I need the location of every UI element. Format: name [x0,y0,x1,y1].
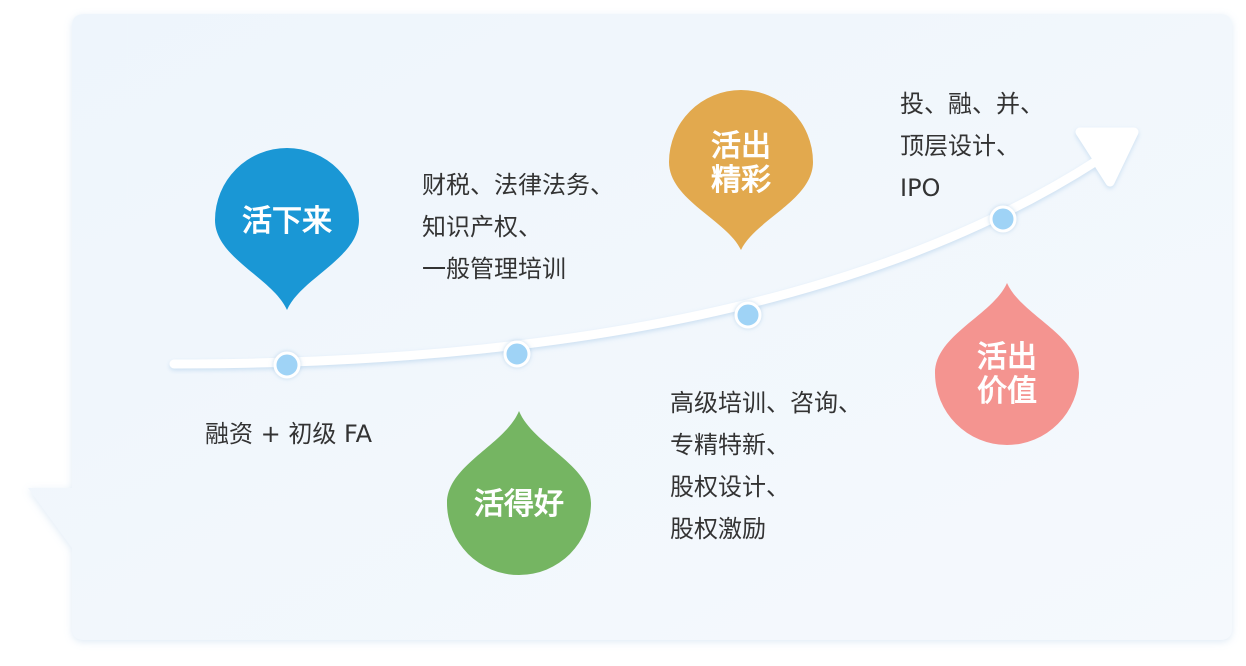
stage-descriptions: 融资 + 初级 FA 财税、法律法务、知识产权、一般管理培训高级培训、咨询、专精特… [205,90,1044,543]
stage-label: 价值 [977,374,1037,409]
description-line: 专精特新、 [670,431,790,459]
description-line: 财税、法律法务、 [422,171,614,199]
stage-label: 活下来 [242,204,332,239]
stage-description-huo-xia-lai: 融资 + 初级 FA [205,420,373,448]
description-line: 顶层设计、 [900,132,1020,160]
growth-curve [169,127,1139,369]
description-line: 股权设计、 [670,473,790,501]
description-line: 高级培训、咨询、 [670,389,862,417]
stage-drop-shape [215,148,359,310]
timeline-dot [989,205,1017,233]
timeline-dots [273,205,1017,379]
stage-label: 精彩 [711,163,771,198]
stage-drop-huo-de-hao: 活得好 [446,411,591,576]
stage-drop-huo-xia-lai: 活下来 [215,148,359,310]
stage-label: 活出 [977,340,1037,375]
stage-description-huo-chu-jia-zhi: 投、融、并、顶层设计、 IPO [900,90,1044,202]
timeline-dot [734,301,762,329]
description-line: 融资 + 初级 FA [205,420,373,448]
stage-drop-shape [669,90,813,250]
stage-description-huo-chu-jing-cai: 高级培训、咨询、专精特新、股权设计、股权激励 [670,389,862,543]
description-line: IPO [900,174,940,202]
stage-label: 活得好 [474,487,564,522]
stage-label: 活出 [711,129,771,164]
stage-drop-shape [935,283,1079,445]
description-line: 投、融、并、 [900,90,1044,118]
description-line: 股权激励 [670,515,766,543]
description-line: 一般管理培训 [422,255,566,283]
stage-drop-shape [446,411,591,576]
timeline-dot [273,351,301,379]
timeline-dot [503,340,531,368]
description-line: 知识产权、 [422,213,542,241]
stage-description-huo-de-hao: 财税、法律法务、知识产权、一般管理培训 [422,171,614,283]
